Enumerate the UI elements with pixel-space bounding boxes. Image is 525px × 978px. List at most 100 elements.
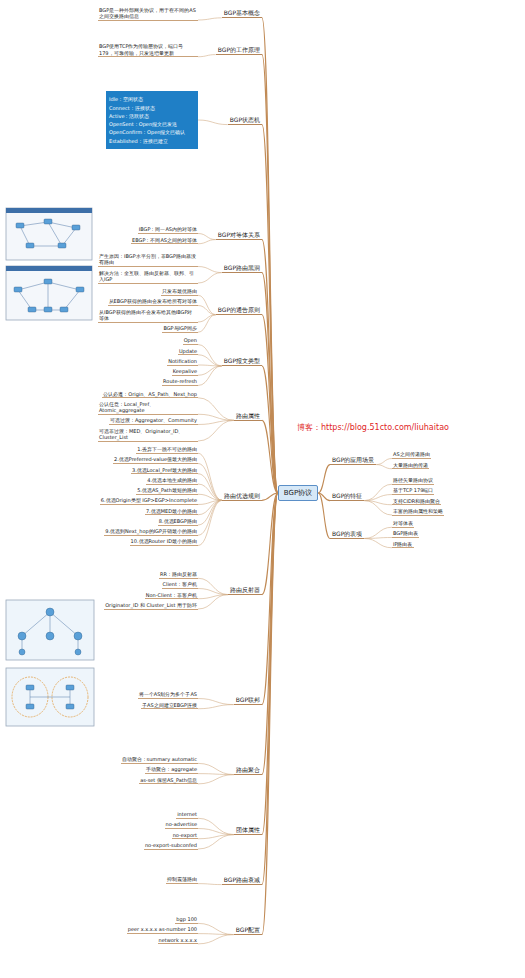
node-text: 自动聚合：summary automatic [122, 756, 197, 762]
node-text: BGP的特征 [332, 492, 362, 499]
node-text: 10.优选Router ID最小的路由 [131, 538, 197, 544]
branch-topic: 路由反射器 [228, 585, 262, 595]
leaf-topic: 丰富的路由属性和策略 [392, 507, 444, 515]
leaf-topic: 产生原因：IBGP水平分割，非BGP路由器没有路由 [98, 253, 198, 268]
node-text: BGP的通告原则 [218, 306, 260, 313]
branch-topic: 路由属性 [234, 411, 262, 421]
node-text: as-set 保留AS_Path信息 [140, 777, 197, 783]
leaf-topic: 手动聚合：aggregate [145, 766, 198, 774]
node-text: 支持CIDR和路由聚合 [393, 498, 440, 504]
node-text: Keepalive [173, 368, 197, 374]
node-text: 路由聚合 [236, 766, 260, 773]
node-text: OpenConfirm：Open报文已确认 [109, 129, 195, 135]
sub-branch-line [198, 589, 228, 595]
node-text: 路径矢量路由协议 [393, 477, 433, 483]
node-text: BGP对等体关系 [218, 231, 260, 238]
node-text: BGP的表项 [332, 530, 362, 537]
node-text: BGP的应用场景 [332, 456, 374, 463]
node-text: no-export-subconfed [145, 842, 197, 848]
node-text: AS之间传递路由 [393, 451, 430, 457]
leaf-topic: Client：客户机 [162, 581, 198, 589]
sub-branch-line [198, 464, 222, 501]
leaf-topic: no-export [172, 831, 198, 839]
node-text: Originator_ID 和 Cluster_List 用于防环 [105, 602, 197, 608]
leaf-topic: 从IBGP获得的路由不会发布给其他IBGP对等体 [98, 308, 198, 323]
sub-branch-line [198, 818, 234, 834]
leaf-topic: 对等体表 [392, 520, 414, 528]
node-text: 4.优选本地生成的路由 [147, 477, 197, 483]
leaf-topic: BGP路由表 [392, 530, 419, 538]
sub-branch-line [198, 883, 222, 885]
sub-branch-line [364, 495, 392, 501]
sub-branch-line [198, 578, 228, 594]
node-text: 抑制震荡路由 [167, 876, 197, 882]
node-text: 从EBGP获得的路由会发布给所有对等体 [109, 298, 197, 304]
node-text: 子AS之间建立EBGP连接 [142, 702, 197, 708]
leaf-topic: IP路由表 [392, 540, 414, 548]
node-text: 5.优选AS_Path最短的路由 [137, 487, 197, 493]
leaf-topic: 抑制震荡路由 [166, 876, 198, 884]
sub-branch-line [198, 295, 216, 314]
sub-branch-line [198, 935, 234, 944]
leaf-topic: 自动聚合：summary automatic [121, 756, 198, 764]
node-text: BGP基本概念 [224, 9, 260, 16]
sub-branch-line [198, 273, 222, 283]
leaf-topic: 只发布最优路由 [161, 288, 198, 296]
leaf-topic: 子AS之间建立EBGP连接 [141, 701, 198, 709]
sub-branch-line [198, 420, 234, 441]
leaf-topic: 将一个AS划分为多个子AS [138, 691, 198, 699]
node-text: 基于TCP 179端口 [393, 487, 433, 493]
node-text: BGP与IGP同步 [163, 325, 197, 331]
node-text: Open [184, 337, 197, 343]
leaf-topic: 9.优选到Next_hop的IGP开销最小的路由 [104, 528, 198, 536]
node-text: BGP报文类型 [224, 357, 260, 364]
node-text: 公认任意：Local_Pref、Atomic_aggregate [99, 401, 197, 414]
branch-topic: BGP配置 [234, 925, 262, 935]
branch-topic: BGP的通告原则 [216, 305, 262, 315]
node-text: bgp 100 [176, 916, 197, 922]
sub-branch-line [198, 923, 234, 934]
node-text: BGP路由衰减 [224, 876, 260, 883]
sub-branch-line [198, 306, 216, 315]
node-text: internet [177, 811, 197, 817]
leaf-topic: Update [178, 347, 198, 355]
sub-branch-line [198, 835, 234, 849]
sub-branch-line [198, 366, 222, 386]
node-text: 路由优选规则 [224, 492, 260, 499]
sub-branch-line [198, 775, 234, 784]
leaf-topic: 大量路由的传递 [392, 461, 429, 469]
leaf-topic: 2.优选Preferred-value值最大的路由 [113, 456, 198, 464]
node-text: Non-Client：非客户机 [146, 592, 197, 598]
node-text: 可选过渡：Aggregator、Community [110, 417, 197, 423]
sub-branch-line [198, 240, 216, 244]
main-branch-line [262, 366, 278, 493]
node-text: OpenSent：Open报文已发送 [109, 121, 195, 127]
node-text: 2.优选Preferred-value值最大的路由 [114, 456, 197, 462]
sub-branch-line [364, 527, 392, 538]
sub-branch-line [198, 267, 222, 273]
sub-branch-line [376, 465, 392, 469]
leaf-topic: network x.x.x.x [158, 936, 199, 944]
node-text: BGP联邦 [236, 696, 260, 703]
sub-branch-line [198, 120, 228, 125]
node-text: 8.优选EBGP路由 [159, 518, 197, 524]
branch-topic: BGP的工作原理 [216, 45, 262, 55]
leaf-topic: bgp 100 [175, 916, 198, 924]
leaf-topic: Keepalive [172, 368, 198, 376]
topology-screenshot [6, 266, 92, 320]
node-text: Active：活跃状态 [109, 113, 195, 119]
leaf-topic: BGP使用TCP作为传输层协议，端口号179，可靠传输，只发送增量更新 [98, 43, 198, 58]
branch-topic: 团体属性 [234, 825, 262, 835]
sub-branch-line [198, 500, 222, 545]
leaf-topic: 5.优选AS_Path最短的路由 [136, 487, 198, 495]
leaf-topic: 支持CIDR和路由聚合 [392, 497, 441, 505]
main-branch-line [262, 273, 278, 493]
sub-branch-line [198, 315, 216, 333]
leaf-topic: 公认必遵：Origin、AS_Path、Next_hop [102, 390, 198, 398]
branch-topic: BGP的应用场景 [330, 455, 376, 465]
leaf-topic: 可选过渡：Aggregator、Community [109, 417, 198, 425]
branch-topic: BGP的表项 [330, 529, 364, 539]
main-branch-line [262, 420, 278, 493]
